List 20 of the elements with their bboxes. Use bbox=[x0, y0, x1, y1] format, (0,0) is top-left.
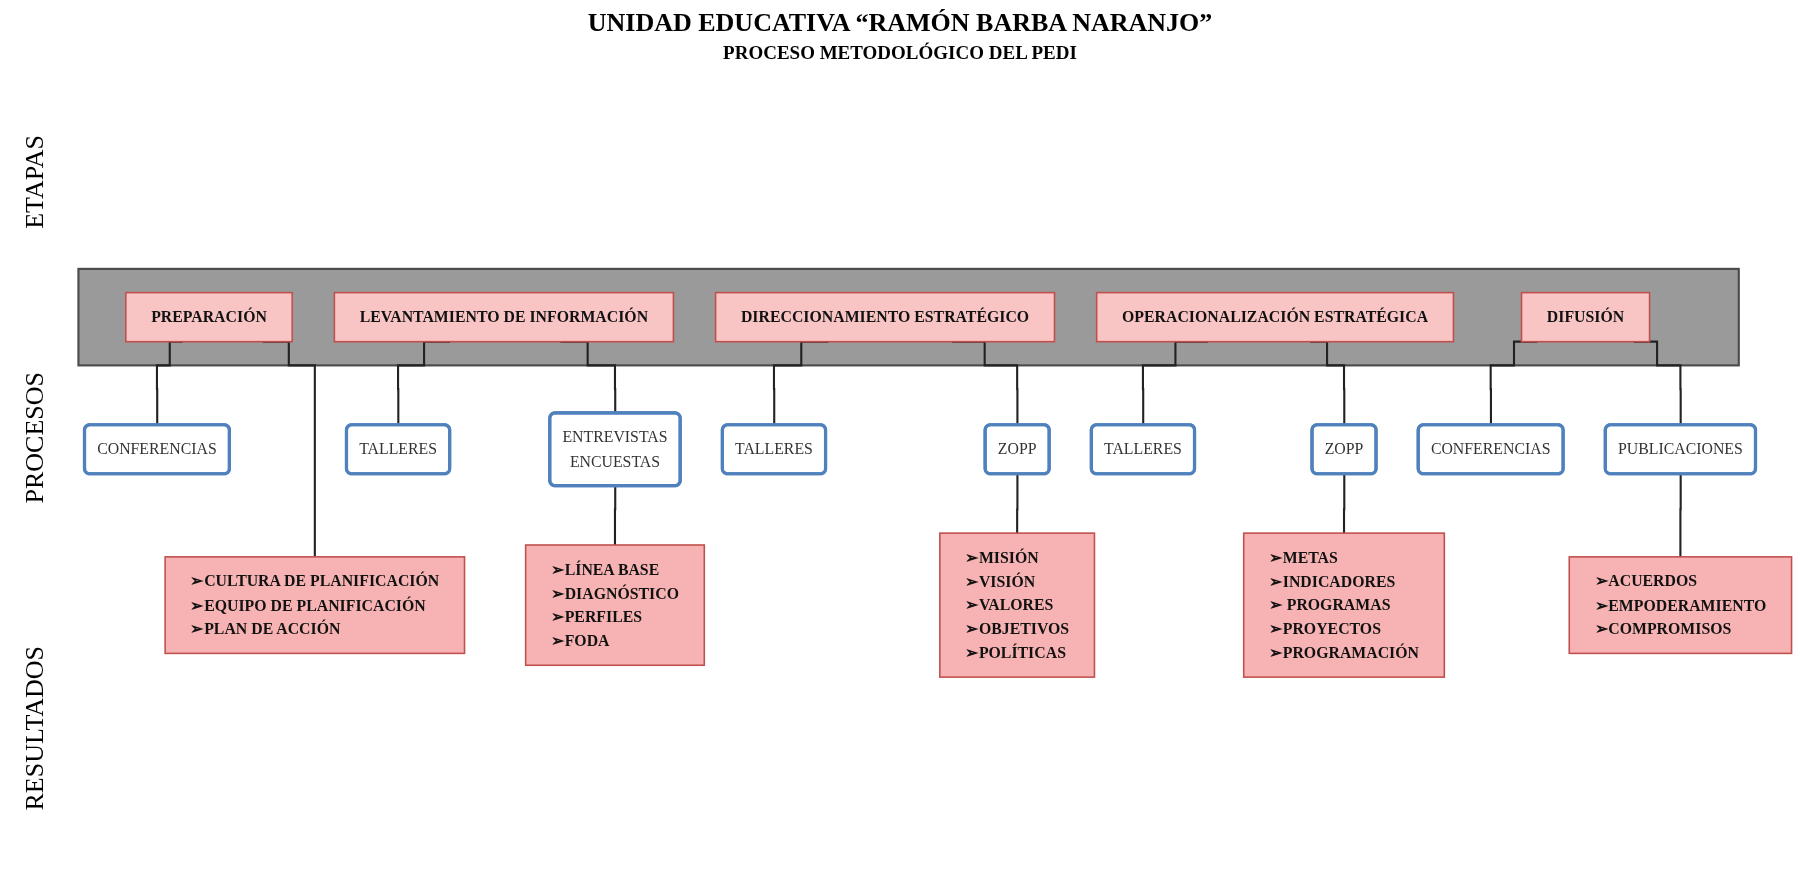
node-box: ➢ACUERDOS ➢EMPODERAMIENTO ➢COMPROMISOS bbox=[1568, 556, 1793, 655]
cluster bbox=[77, 267, 1740, 367]
connector bbox=[613, 485, 617, 547]
node-box: DIRECCIONAMIENTO ESTRATÉGICO bbox=[714, 291, 1056, 343]
connector bbox=[1679, 473, 1682, 558]
diagram-title: UNIDAD EDUCATIVA “RAMÓN BARBA NARANJO” bbox=[587, 8, 1213, 38]
connector bbox=[1342, 473, 1346, 535]
node-box: ➢MISIÓN ➢VISIÓN ➢VALORES ➢OBJETIVOS ➢POLÍTICAS bbox=[939, 532, 1096, 678]
node-box: OPERACIONALIZACIÓN ESTRATÉGICA bbox=[1095, 291, 1455, 343]
node-box: ➢CULTURA DE PLANIFICACIÓN ➢EQUIPO DE PLANIFICACIÓN ➢PLAN DE ACCIÓN bbox=[164, 556, 466, 655]
node-box: DIFUSIÓN bbox=[1520, 291, 1651, 343]
row-label: RESULTADOS bbox=[20, 646, 50, 811]
node-box: ➢METAS ➢INDICADORES ➢ PROGRAMAS ➢PROYECTOS ➢PROGRAMACIÓN bbox=[1242, 532, 1446, 678]
node-box: PREPARACIÓN bbox=[125, 291, 293, 343]
node-box: LEVANTAMIENTO DE INFORMACIÓN bbox=[333, 291, 675, 343]
row-label: ETAPAS bbox=[20, 135, 50, 230]
node-box: ➢LÍNEA BASE ➢DIAGNÓSTICO ➢PERFILES ➢FODA bbox=[524, 544, 706, 667]
diagram-subtitle: PROCESO METODOLÓGICO DEL PEDI bbox=[723, 42, 1077, 64]
connector bbox=[1016, 473, 1019, 535]
row-label: PROCESOS bbox=[20, 371, 50, 504]
